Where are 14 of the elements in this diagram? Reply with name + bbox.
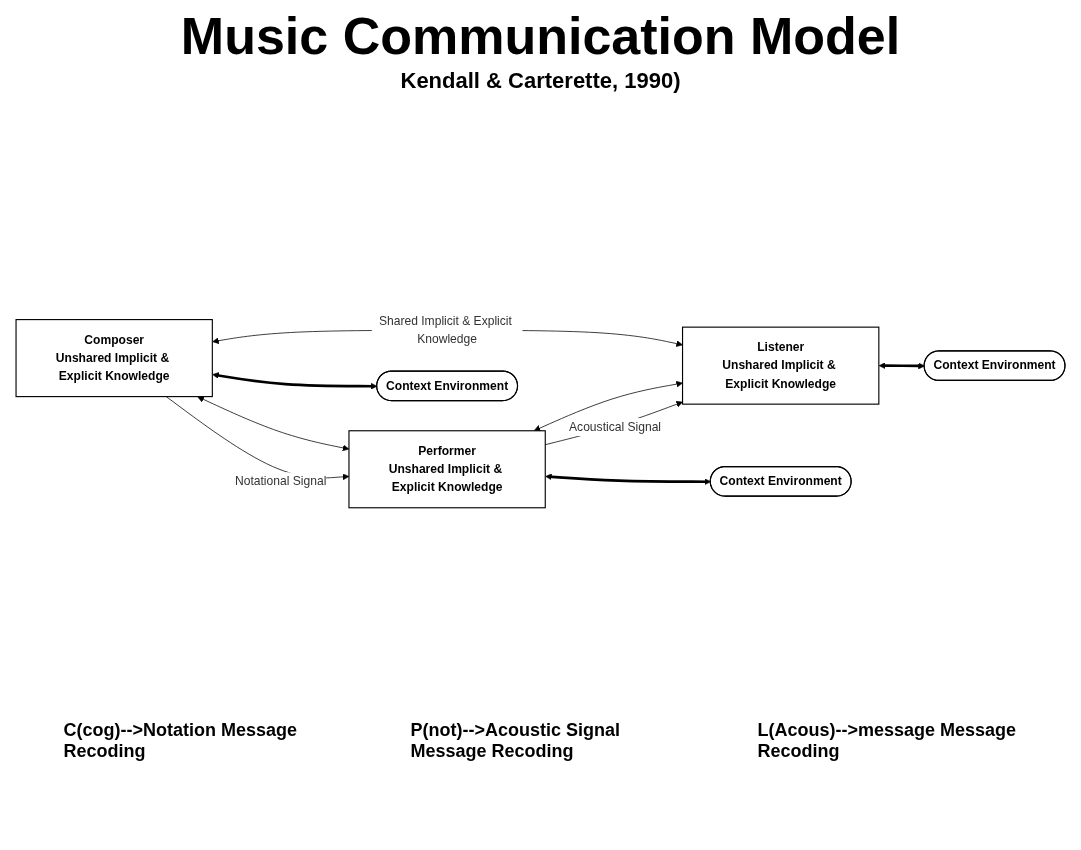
note-text: C(cog)-->Notation Message Recoding [63,720,299,762]
node-box: Listener Unshared Implicit & Explicit Knowledge [681,326,880,405]
edge-label: Notational Signal [234,474,327,488]
title: Music Communication Model [179,6,902,66]
note-text: L(Acous)-->message Message Recoding [757,720,1018,762]
edge-label: Shared Implicit & Explicit Knowledge [378,314,512,346]
edge-label: Acoustical Signal [569,420,662,434]
node-box: Composer Unshared Implicit & Explicit Knowledge [15,319,213,398]
arrow [878,362,925,370]
subtitle: Kendall & Carterette, 1990) [399,68,682,94]
arrow [212,372,378,390]
note-text: P(not)-->Acoustic Signal Message Recoding [410,720,621,762]
node-box: Performer Unshared Implicit & Explicit Knowledge [348,430,546,509]
arrow [545,473,711,485]
